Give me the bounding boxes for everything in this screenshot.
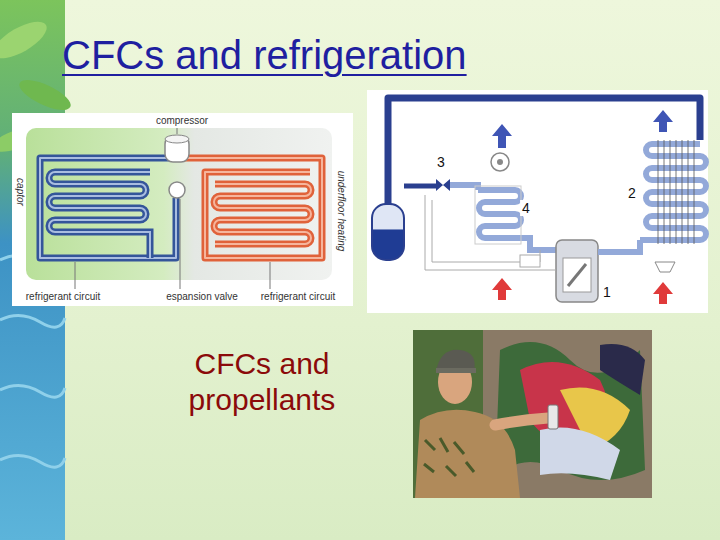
graffiti-photo-part [600,344,645,395]
graffiti-photo-part [413,330,652,498]
graffiti-photo-part [436,368,476,373]
fridge-cycle-diagram-part [478,190,560,250]
fridge-cycle-diagram [367,90,708,313]
fridge-cycle-diagram-part [450,185,478,190]
fridge-cycle-diagram-part [568,264,586,286]
callout-number: 1 [601,284,613,300]
slide-title: CFCs and refrigeration [62,32,467,78]
side-strip-part [0,385,65,397]
fridge-cycle-diagram-part-part [694,140,695,244]
fridge-cycle-diagram-part-part [688,140,689,244]
fridge-cycle-diagram-part [497,159,503,165]
fridge-cycle-diagram-part [492,278,512,300]
heat-pump-diagram-part [214,184,311,244]
heat-pump-diagram-part [165,136,189,162]
heat-pump-diagram [12,113,353,306]
part-label: refrigerant circuit [259,291,337,303]
side-strip-part [0,315,65,327]
fridge-cycle-diagram-part [598,240,640,252]
fridge-cycle-diagram-part [491,153,509,171]
fridge-cycle-diagram-part [492,124,512,148]
graffiti-photo [413,330,652,498]
fridge-cycle-diagram-part [436,179,450,191]
graffiti-photo-part [540,428,620,481]
part-label: espansion valve [164,291,240,303]
callout-number: 2 [626,185,638,201]
graffiti-photo-part [495,342,645,480]
side-strip-part [0,455,65,467]
heat-pump-diagram-part [184,158,322,258]
heat-pump-diagram-part [40,158,176,258]
heat-pump-diagram-part [40,158,176,258]
heat-pump-diagram-part [184,158,322,258]
fridge-cycle-diagram-part [367,90,708,313]
fridge-cycle-diagram-part [653,110,673,132]
fridge-cycle-diagram-part [556,240,598,302]
heat-pump-diagram-part [180,199,181,289]
fridge-cycle-diagram-part-part [676,140,677,244]
graffiti-photo-part [424,438,474,476]
heat-pump-diagram-part [214,184,311,244]
heat-pump-diagram-part [177,128,178,134]
fridge-cycle-diagram-part [658,140,694,244]
part-label: compressor [154,115,210,127]
fridge-cycle-diagram-part [372,204,404,260]
graffiti-photo-part [495,418,548,425]
heat-pump-diagram-part [270,262,271,289]
fridge-cycle-diagram-part-part [664,140,665,244]
callout-number: 4 [520,200,532,216]
heat-pump-diagram-part [26,128,332,280]
fridge-cycle-diagram-part [475,186,521,244]
side-strip-part [0,15,52,66]
callout-number: 3 [435,154,447,170]
region-label: captor [14,176,26,208]
heat-pump-diagram-part [49,172,150,258]
part-label: refrigerant circuit [24,291,102,303]
fridge-cycle-diagram-part [653,282,673,304]
graffiti-photo-part [548,405,558,429]
slide-subheading: CFCs and propellants [157,346,367,418]
fridge-cycle-diagram-part-part [682,140,683,244]
fridge-cycle-diagram-part [563,258,591,292]
fridge-cycle-diagram-part [520,255,540,267]
fridge-cycle-diagram-part-part [670,140,671,244]
fridge-cycle-diagram-part [655,262,675,272]
fridge-cycle-diagram-part [640,144,706,240]
region-label: underfloor heating [335,169,347,254]
heat-pump-diagram-part [75,262,76,289]
heat-pump-diagram-part [49,172,150,258]
fridge-cycle-diagram-part [404,184,436,189]
heat-pump-diagram-part [165,135,189,143]
side-strip-part [15,74,74,116]
heat-pump-diagram-part [12,113,353,306]
heat-pump-diagram-part [169,182,185,198]
fridge-cycle-diagram-part-part [658,140,659,244]
fridge-cycle-diagram-part [425,195,556,270]
